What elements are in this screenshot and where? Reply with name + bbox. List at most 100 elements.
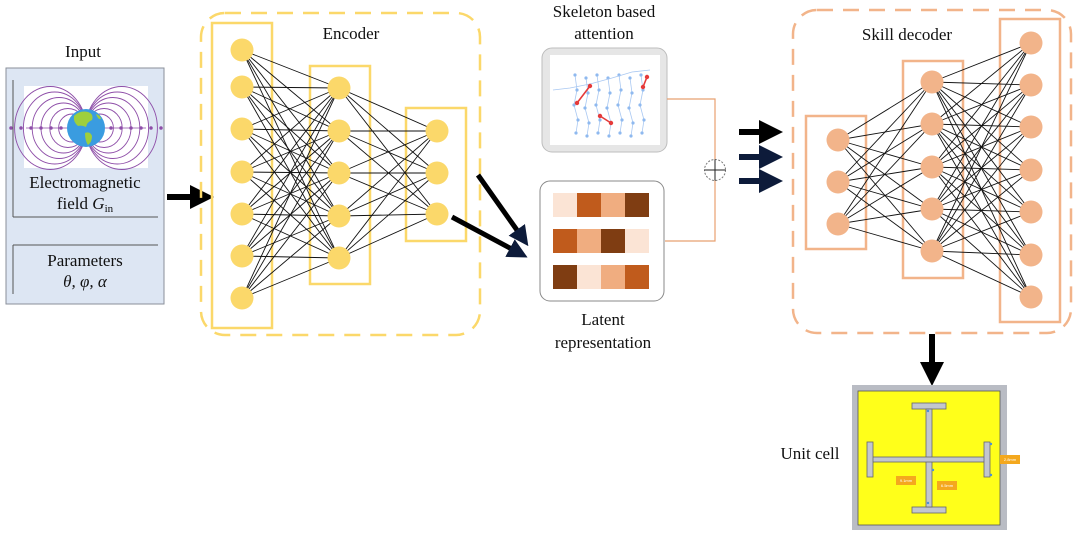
decoder-connection: [931, 42, 1032, 83]
encoder-node: [230, 244, 254, 268]
decoder-connection: [931, 42, 1032, 125]
encoder-connection: [338, 172, 438, 215]
encoder-connection: [241, 86, 340, 132]
encoder-to-latent-arrow-2: [450, 214, 528, 258]
decoder-node: [920, 112, 944, 136]
decoder-node: [1019, 115, 1043, 139]
latent-cell: [625, 193, 649, 217]
encoder-connection: [338, 87, 438, 174]
unit-cell-icon: 9.1mm 6.5mm 2.8mm: [852, 385, 1020, 530]
dimension-label: 6.5mm: [941, 483, 954, 488]
decoder-node: [1019, 73, 1043, 97]
decoder-connection: [931, 169, 1032, 252]
encoder-connection: [338, 130, 438, 259]
encoder-connection: [241, 49, 340, 217]
encoder-node: [230, 75, 254, 99]
unitcell-section: Unit cell 9.1mm 6.5mm 2.8mm: [780, 385, 1020, 530]
combine-section: [665, 98, 726, 242]
circle-plus-icon: [704, 159, 726, 181]
attention-section: Skeleton based attention: [541, 2, 668, 153]
encoder-connection: [241, 49, 340, 132]
encoder-connection: [338, 87, 438, 215]
latent-cell: [553, 229, 577, 253]
dimension-label: 9.1mm: [900, 478, 913, 483]
latent-cell: [553, 193, 577, 217]
encoder-node: [230, 38, 254, 62]
decoder-node: [1019, 31, 1043, 55]
decoder-connection: [931, 250, 1032, 298]
decoder-connection: [837, 81, 933, 225]
decoder-connection: [931, 42, 1032, 210]
latent-cell: [553, 265, 577, 289]
encoder-connection: [338, 172, 438, 259]
input-title: Input: [65, 42, 101, 61]
encoder-connection: [338, 87, 438, 132]
encoder-node: [230, 202, 254, 226]
decoder-connection: [931, 126, 1032, 252]
decoder-connection: [837, 223, 933, 252]
encoder-node: [425, 119, 449, 143]
encoder-node: [230, 160, 254, 184]
latent-title-line2: representation: [555, 333, 652, 352]
encoder-connection: [338, 130, 438, 215]
latent-cell: [577, 265, 601, 289]
dimension-label-bg: [937, 481, 957, 490]
decoder-node: [920, 155, 944, 179]
encoder-to-latent-arrow-1: [475, 173, 529, 247]
decoder-connection: [837, 123, 933, 225]
field-label-line2: field Gin: [57, 194, 114, 215]
decoder-node: [1019, 243, 1043, 267]
encoder-node: [327, 76, 351, 100]
latent-cell: [601, 193, 625, 217]
decoder-layer-frame-3: [998, 17, 1062, 324]
encoder-connection: [338, 130, 438, 217]
params-title: Parameters: [47, 251, 123, 270]
encoder-node: [327, 119, 351, 143]
decoder-node: [920, 239, 944, 263]
latent-cell: [601, 229, 625, 253]
latent-cell: [577, 193, 601, 217]
latent-cell: [601, 265, 625, 289]
decoder-node: [826, 170, 850, 194]
decoder-node: [920, 70, 944, 94]
encoder-section: Encoder: [199, 11, 482, 337]
dimension-label: 2.8mm: [1004, 457, 1017, 462]
encoder-connection: [338, 213, 438, 259]
encoder-connection: [241, 215, 340, 299]
decoder-connection: [837, 81, 933, 183]
encoder-connection: [241, 172, 340, 299]
input-section: Input Electromagnetic field Gin Paramete…: [5, 42, 165, 305]
decoder-dashed-frame: [791, 8, 1073, 335]
encoder-connection: [241, 86, 340, 89]
encoder-title: Encoder: [323, 24, 380, 43]
decoder-node: [1019, 158, 1043, 182]
decoder-connection: [931, 84, 1032, 252]
dimension-label-bg: [896, 476, 916, 485]
params-symbols: θ, φ, α: [63, 272, 108, 291]
decoder-connection: [931, 42, 1032, 252]
decoder-connection: [931, 42, 1032, 168]
encoder-node: [327, 161, 351, 185]
attention-title-line1: Skeleton based: [553, 2, 656, 21]
decoder-node: [920, 197, 944, 221]
latent-title-line1: Latent: [581, 310, 625, 329]
earth-magnetic-field-icon: [9, 86, 163, 170]
decoder-connection: [837, 208, 933, 225]
encoder-network: [210, 21, 468, 330]
encoder-connection: [241, 257, 340, 299]
latent-cell: [625, 265, 649, 289]
latent-cell: [625, 229, 649, 253]
decoder-connection: [931, 211, 1032, 252]
encoder-node: [425, 161, 449, 185]
encoder-connection: [241, 87, 340, 257]
encoder-node: [425, 202, 449, 226]
decoder-connection: [931, 250, 1032, 256]
encoder-connection: [241, 49, 340, 89]
attention-title-line2: attention: [574, 24, 634, 43]
decoder-title: Skill decoder: [862, 25, 953, 44]
dimension-label-bg: [1000, 455, 1020, 464]
encoder-node: [327, 204, 351, 228]
encoder-connection: [241, 87, 340, 173]
decoder-node: [1019, 285, 1043, 309]
unitcell-title: Unit cell: [780, 444, 839, 463]
